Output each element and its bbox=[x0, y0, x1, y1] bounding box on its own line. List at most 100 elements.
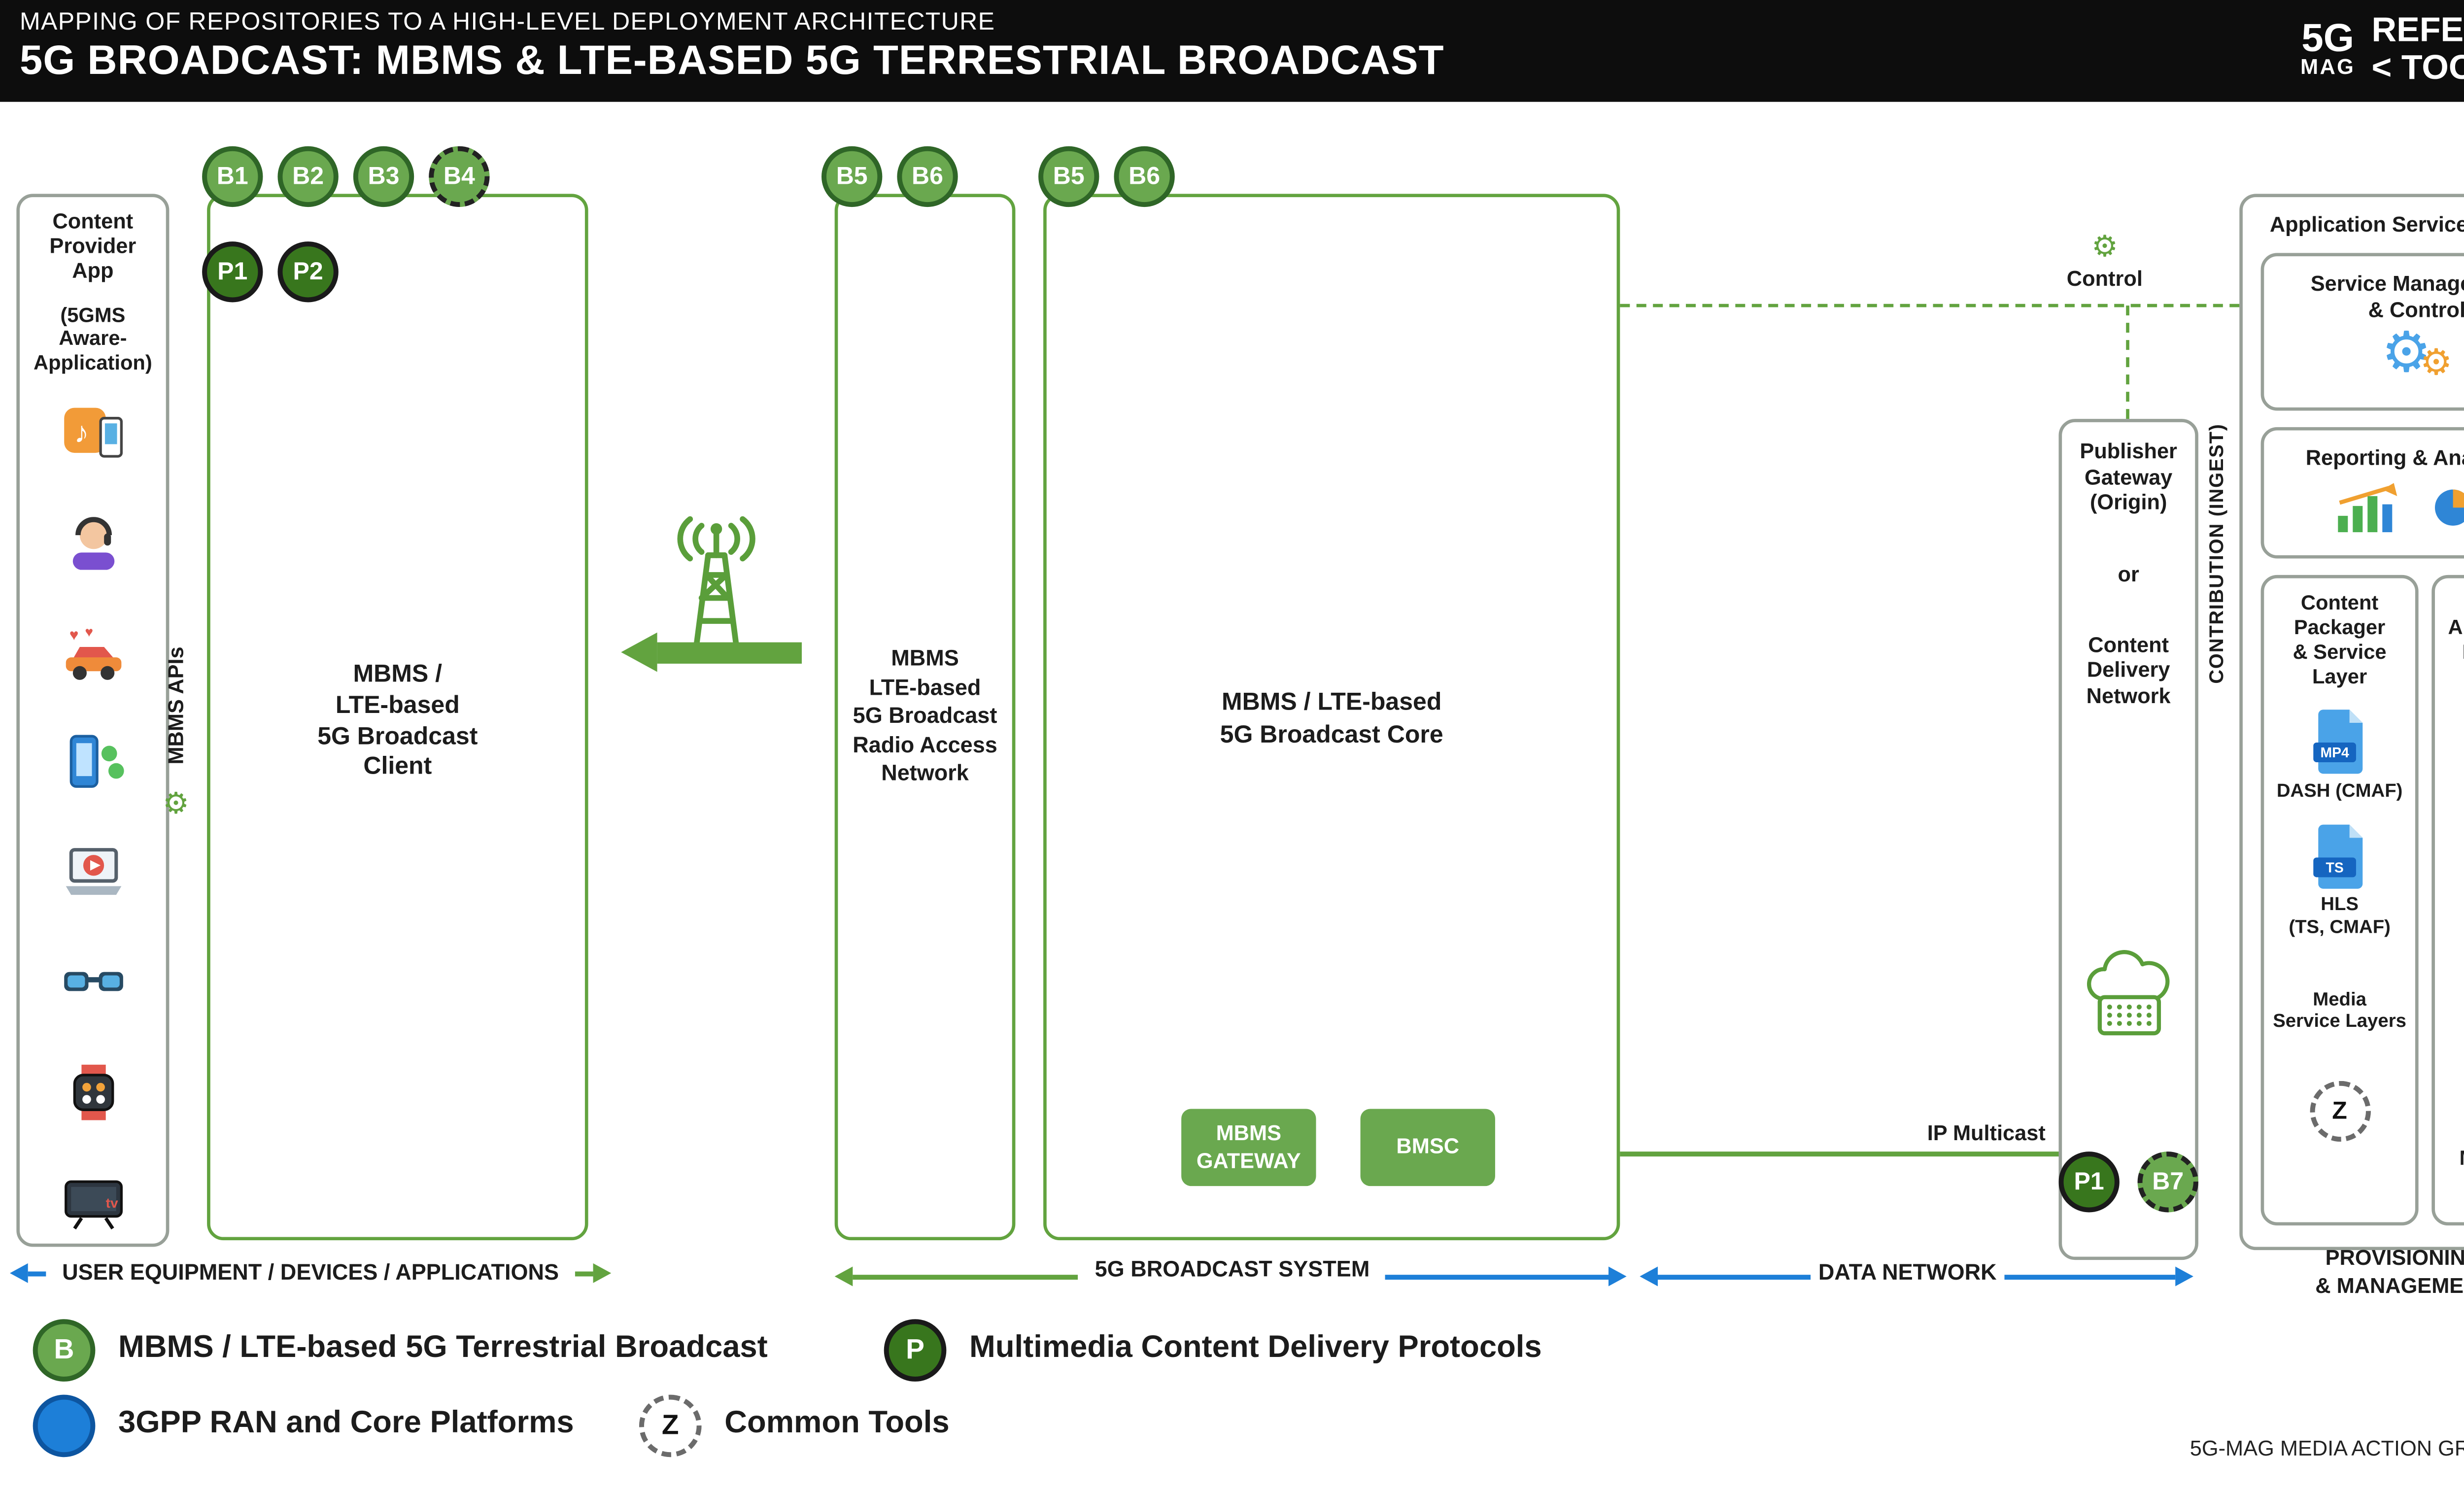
broadcast-core-label: MBMS / LTE-based 5G Broadcast Core bbox=[1220, 688, 1443, 748]
radio-access-network-box: MBMS LTE-based 5G Broadcast Radio Access… bbox=[834, 194, 1016, 1241]
publisher-gateway-box: Publisher Gateway (Origin) or Content De… bbox=[2058, 419, 2198, 1260]
connected-car-icon: ♥♥ bbox=[62, 621, 124, 691]
control-gear-icon: ⚙ bbox=[2091, 230, 2118, 263]
logo-mark: 5G MAG bbox=[2300, 17, 2356, 79]
smart-tv-icon: tv bbox=[62, 1171, 124, 1242]
badge-b5-ran: B5 bbox=[821, 146, 883, 207]
asp-title: Application Service Provider bbox=[2269, 212, 2464, 237]
cap-item-radio: Radio bbox=[2435, 974, 2464, 1015]
header-bar: MAPPING OF REPOSITORIES TO A HIGH-LEVEL … bbox=[0, 0, 2464, 102]
viewer-devices-icon bbox=[2435, 772, 2464, 838]
smartwatch-icon bbox=[62, 1061, 124, 1132]
content-provider-panel: Content Provider App (5GMS Aware- Applic… bbox=[16, 194, 170, 1247]
ue-left-arrow bbox=[10, 1263, 46, 1283]
provisioning-management-label: PROVISIONING & MANAGEMENT bbox=[2315, 1245, 2464, 1298]
broadcast-system-left-arrow bbox=[834, 1266, 1078, 1287]
badge-p2: P2 bbox=[277, 241, 339, 303]
content-application-provider-box: Content Application Provider Video Audio… bbox=[2431, 575, 2464, 1226]
content-provider-title: Content Provider App bbox=[49, 208, 137, 283]
badge-b2: B2 bbox=[277, 146, 339, 207]
cap-item-video: Video bbox=[2435, 851, 2464, 892]
cap-item-objects: Objects bbox=[2435, 1097, 2464, 1138]
legend-p-label: Multimedia Content Delivery Protocols bbox=[969, 1330, 1542, 1365]
cdn-label: Content Delivery Network bbox=[2086, 632, 2171, 708]
svg-text:tv: tv bbox=[105, 1195, 117, 1211]
brand-logo: 5G MAG REFERENCE < TOOLS /> bbox=[2300, 11, 2464, 87]
data-network-right-arrow bbox=[2004, 1266, 2193, 1287]
logo-mark-bottom: MAG bbox=[2300, 54, 2356, 79]
ts-file-icon: TS bbox=[2264, 821, 2415, 890]
user-equipment-label: USER EQUIPMENT / DEVICES / APPLICATIONS bbox=[62, 1260, 559, 1285]
reporting-analytics-box: Reporting & Analytics bbox=[2260, 427, 2464, 559]
logo-name-top: REFERENCE bbox=[2371, 11, 2464, 50]
control-drop-line bbox=[2126, 305, 2129, 419]
badge-b5-core: B5 bbox=[1038, 146, 1099, 207]
cap-item-ads: Ads bbox=[2435, 1056, 2464, 1097]
broadcast-direction-arrow bbox=[621, 632, 802, 672]
svg-text:♥: ♥ bbox=[68, 626, 78, 643]
content-packager-title: Content Packager & Service Layer bbox=[2293, 591, 2387, 688]
laptop-video-icon bbox=[62, 841, 124, 912]
service-management-label: Service Management & Control bbox=[2310, 271, 2464, 322]
badge-b7: B7 bbox=[2137, 1151, 2198, 1213]
ip-multicast-line bbox=[1620, 1151, 2059, 1156]
badge-p1-publisher: P1 bbox=[2058, 1151, 2120, 1213]
control-label: Control bbox=[2066, 266, 2143, 291]
header-kicker: MAPPING OF REPOSITORIES TO A HIGH-LEVEL … bbox=[20, 8, 995, 36]
copyright-label: 5G-MAG MEDIA ACTION GROUP © 2025 bbox=[2190, 1435, 2464, 1460]
broadcast-client-box: MBMS / LTE-based 5G Broadcast Client bbox=[207, 194, 588, 1241]
radio-tower-icon bbox=[657, 512, 776, 659]
logo-name: REFERENCE < TOOLS /> bbox=[2372, 11, 2464, 87]
broadcast-system-label: 5G BROADCAST SYSTEM bbox=[1095, 1256, 1370, 1282]
legend-b-label: MBMS / LTE-based 5G Terrestrial Broadcas… bbox=[118, 1330, 768, 1365]
badge-b1: B1 bbox=[202, 146, 263, 207]
media-service-layers-label: Media Service Layers bbox=[2273, 990, 2406, 1033]
radio-access-network-label: MBMS LTE-based 5G Broadcast Radio Access… bbox=[853, 645, 997, 786]
music-app-icon: ♪ bbox=[62, 401, 124, 471]
broadcast-system-right-arrow bbox=[1385, 1266, 1627, 1287]
content-application-provider-title: Content Application Provider bbox=[2448, 616, 2464, 664]
waveform-icon bbox=[2435, 674, 2464, 710]
control-line bbox=[1620, 304, 2240, 307]
service-management-box: Service Management & Control ⚙ ⚙ bbox=[2260, 253, 2464, 411]
content-provider-subtitle: (5GMS Aware- Application) bbox=[33, 304, 152, 374]
gears-icon: ⚙ ⚙ bbox=[2381, 322, 2453, 385]
svg-text:♥: ♥ bbox=[84, 624, 93, 640]
cap-item-metadata: Metadata bbox=[2435, 1138, 2464, 1179]
mp4-file-icon: MP4 bbox=[2264, 707, 2415, 776]
data-network-left-arrow bbox=[1640, 1266, 1811, 1287]
publisher-or-label: or bbox=[2118, 561, 2139, 586]
page-title: 5G BROADCAST: MBMS & LTE-BASED 5G TERRES… bbox=[20, 37, 1444, 84]
badge-p1: P1 bbox=[202, 241, 263, 303]
badge-b6-core: B6 bbox=[1114, 146, 1175, 207]
mbms-apis-label: MBMS APIs bbox=[163, 646, 188, 765]
headset-user-icon bbox=[62, 511, 124, 581]
broadcast-client-label: MBMS / LTE-based 5G Broadcast Client bbox=[317, 660, 478, 781]
publisher-gateway-title: Publisher Gateway (Origin) bbox=[2080, 439, 2177, 515]
data-network-label: DATA NETWORK bbox=[1818, 1260, 1997, 1285]
mbms-gateway-node: MBMS GATEWAY bbox=[1181, 1109, 1316, 1186]
badge-z-packager: Z bbox=[2309, 1081, 2370, 1142]
reporting-analytics-label: Reporting & Analytics bbox=[2305, 445, 2464, 470]
phone-earbuds-icon bbox=[62, 731, 124, 801]
cap-item-tv: TV bbox=[2435, 933, 2464, 974]
content-packager-box: Content Packager & Service Layer MP4 DAS… bbox=[2260, 575, 2419, 1226]
legend-p-badge: P bbox=[884, 1319, 947, 1382]
play-button-icon bbox=[2435, 719, 2464, 762]
legend-z-label: Common Tools bbox=[724, 1406, 950, 1441]
hls-label: HLS (TS, CMAF) bbox=[2289, 895, 2391, 938]
dash-cmaf-label: DASH (CMAF) bbox=[2276, 781, 2403, 802]
legend-z-badge: Z bbox=[639, 1394, 702, 1457]
cap-item-audio: Audio bbox=[2435, 892, 2464, 933]
bar-chart-icon bbox=[2335, 483, 2400, 541]
legend-3gpp-badge bbox=[33, 1394, 96, 1457]
svg-text:♪: ♪ bbox=[73, 416, 88, 449]
pie-chart-icon bbox=[2433, 483, 2464, 541]
logo-mark-top: 5G bbox=[2301, 17, 2354, 62]
bmsc-node: BMSC bbox=[1360, 1109, 1495, 1186]
contribution-ingest-label: CONTRIBUTION (INGEST) bbox=[2205, 423, 2228, 684]
broadcast-core-box: MBMS / LTE-based 5G Broadcast Core MBMS … bbox=[1043, 194, 1620, 1241]
legend-b-badge: B bbox=[33, 1319, 96, 1382]
asp-panel: Application Service Provider Service Man… bbox=[2239, 194, 2464, 1251]
